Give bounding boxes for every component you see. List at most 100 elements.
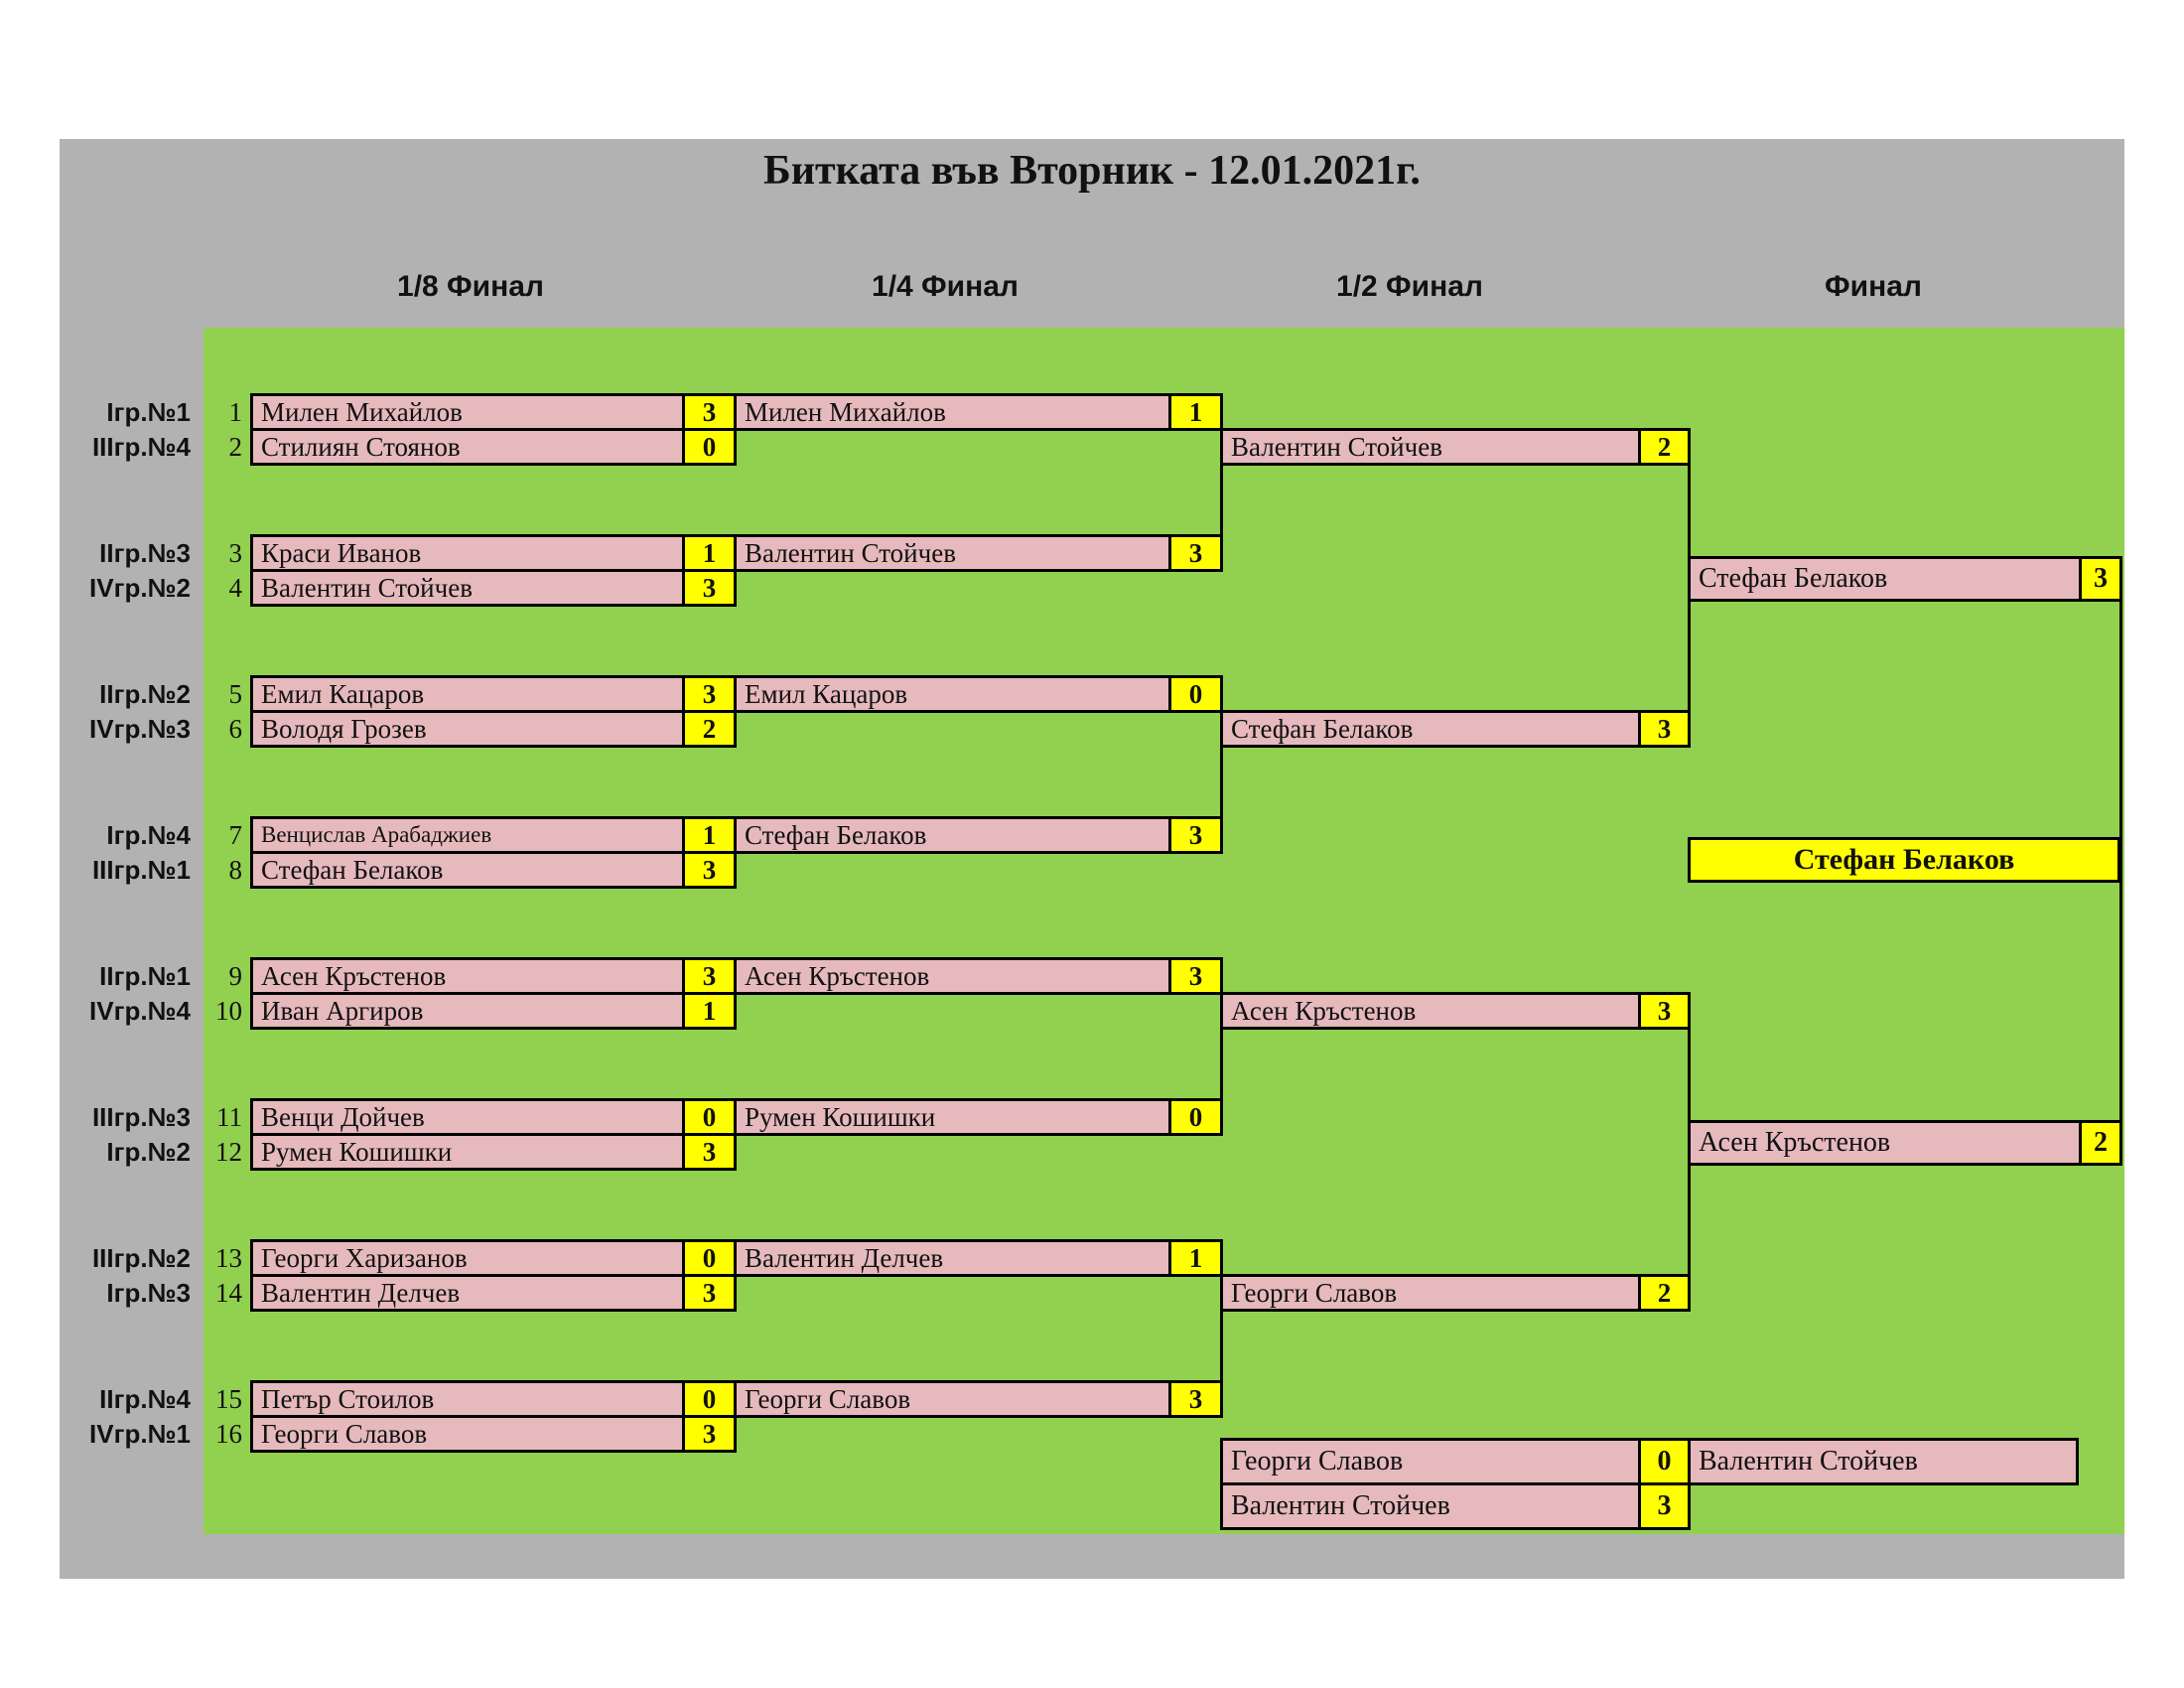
- group-label: IVгр.№2: [89, 573, 191, 603]
- player-box: Валентин Стойчев: [1220, 1482, 1641, 1530]
- score-box: 0: [682, 1380, 737, 1418]
- group-label: Iгр.№1: [106, 397, 191, 427]
- group-label: IVгр.№4: [89, 996, 191, 1026]
- group-label: IIIгр.№4: [91, 432, 191, 462]
- group-label: IIIгр.№1: [91, 855, 191, 885]
- score-box: 0: [682, 1239, 737, 1277]
- player-box: Валентин Делчев: [734, 1239, 1171, 1277]
- score-box: 3: [1638, 1482, 1691, 1530]
- score-box: 0: [682, 428, 737, 466]
- score-box: 1: [682, 992, 737, 1030]
- seed-number: 2: [228, 432, 243, 462]
- score-box: 3: [682, 569, 737, 607]
- player-box: Краси Иванов: [250, 534, 685, 572]
- player-box: Асен Кръстенов: [250, 957, 685, 995]
- score-box: 3: [1168, 534, 1223, 572]
- player-box: Емил Кацаров: [734, 675, 1171, 713]
- bracket-connector: [2119, 599, 2122, 1123]
- column-header-round-of-16: 1/8 Финал: [397, 270, 544, 303]
- score-box: 3: [1638, 710, 1691, 748]
- group-label: IIIгр.№3: [91, 1102, 191, 1132]
- group-label: IIIгр.№2: [91, 1243, 191, 1273]
- column-header-final: Финал: [1825, 270, 1922, 303]
- player-box: Георги Славов: [250, 1415, 685, 1453]
- player-box: Румен Кошишки: [250, 1133, 685, 1171]
- seed-number: 3: [228, 538, 243, 568]
- player-box: Георги Славов: [734, 1380, 1171, 1418]
- player-box: Володя Грозев: [250, 710, 685, 748]
- bracket-connector: [1688, 463, 1691, 713]
- bracket-field: [204, 328, 2124, 1534]
- score-box: 3: [682, 393, 737, 431]
- score-box: 0: [682, 1098, 737, 1136]
- group-label: Iгр.№4: [106, 820, 191, 850]
- player-box: Венци Дойчев: [250, 1098, 685, 1136]
- group-label: IIгр.№1: [99, 961, 191, 991]
- score-box: 3: [682, 851, 737, 889]
- bracket-connector: [1220, 745, 1223, 819]
- bracket-connector: [1220, 1027, 1223, 1101]
- group-label: IIгр.№3: [99, 538, 191, 568]
- seed-number: 10: [215, 996, 242, 1026]
- score-box: 3: [1638, 992, 1691, 1030]
- player-box: Емил Кацаров: [250, 675, 685, 713]
- group-label: Iгр.№2: [106, 1137, 191, 1167]
- player-box: Стефан Белаков: [250, 851, 685, 889]
- score-box: 1: [1168, 393, 1223, 431]
- score-box: 0: [1168, 1098, 1223, 1136]
- seed-number: 8: [228, 855, 243, 885]
- bracket-connector: [1688, 1027, 1691, 1277]
- finalist-box: Асен Кръстенов: [1688, 1120, 2082, 1166]
- player-box: Валентин Делчев: [250, 1274, 685, 1312]
- score-box: 3: [682, 1133, 737, 1171]
- score-box: 2: [682, 710, 737, 748]
- player-box: Румен Кошишки: [734, 1098, 1171, 1136]
- score-box: 2: [1638, 428, 1691, 466]
- score-box: 1: [682, 816, 737, 854]
- player-box: Стефан Белаков: [734, 816, 1171, 854]
- seed-number: 14: [215, 1278, 242, 1308]
- player-box: Валентин Стойчев: [1220, 428, 1641, 466]
- column-header-semifinal: 1/2 Финал: [1336, 270, 1483, 303]
- player-box: Петър Стоилов: [250, 1380, 685, 1418]
- seed-number: 16: [215, 1419, 242, 1449]
- group-label: IVгр.№1: [89, 1419, 191, 1449]
- score-box: 3: [682, 957, 737, 995]
- score-box: 2: [1638, 1274, 1691, 1312]
- seed-number: 9: [228, 961, 243, 991]
- seed-number: 5: [228, 679, 243, 709]
- player-box: Стефан Белаков: [1220, 710, 1641, 748]
- player-box: Милен Михайлов: [734, 393, 1171, 431]
- seed-number: 1: [228, 397, 243, 427]
- seed-number: 11: [216, 1102, 242, 1132]
- bracket-connector: [1220, 1309, 1223, 1383]
- score-box: 3: [682, 1415, 737, 1453]
- player-box: Асен Кръстенов: [734, 957, 1171, 995]
- player-box: Стилиян Стоянов: [250, 428, 685, 466]
- bracket-connector: [1220, 463, 1223, 537]
- seed-number: 4: [228, 573, 243, 603]
- player-box: Венцислав Арабаджиев: [250, 816, 685, 854]
- score-box: 1: [1168, 1239, 1223, 1277]
- champion-box: Стефан Белаков: [1688, 837, 2120, 883]
- seed-number: 13: [215, 1243, 242, 1273]
- score-box: 0: [1168, 675, 1223, 713]
- group-label: IIгр.№4: [99, 1384, 191, 1414]
- player-box: Георги Славов: [1220, 1274, 1641, 1312]
- score-box: 3: [1168, 816, 1223, 854]
- score-box: 1: [682, 534, 737, 572]
- player-box: Валентин Стойчев: [734, 534, 1171, 572]
- group-label: IVгр.№3: [89, 714, 191, 744]
- finalist-box: Стефан Белаков: [1688, 556, 2082, 602]
- player-box: Валентин Стойчев: [250, 569, 685, 607]
- score-box: 3: [2079, 556, 2122, 602]
- player-box: Асен Кръстенов: [1220, 992, 1641, 1030]
- player-box: Милен Михайлов: [250, 393, 685, 431]
- score-box: 3: [682, 675, 737, 713]
- player-box: Иван Аргиров: [250, 992, 685, 1030]
- score-box: 3: [682, 1274, 737, 1312]
- column-header-quarterfinal: 1/4 Финал: [872, 270, 1019, 303]
- seed-number: 7: [228, 820, 243, 850]
- group-label: Iгр.№3: [106, 1278, 191, 1308]
